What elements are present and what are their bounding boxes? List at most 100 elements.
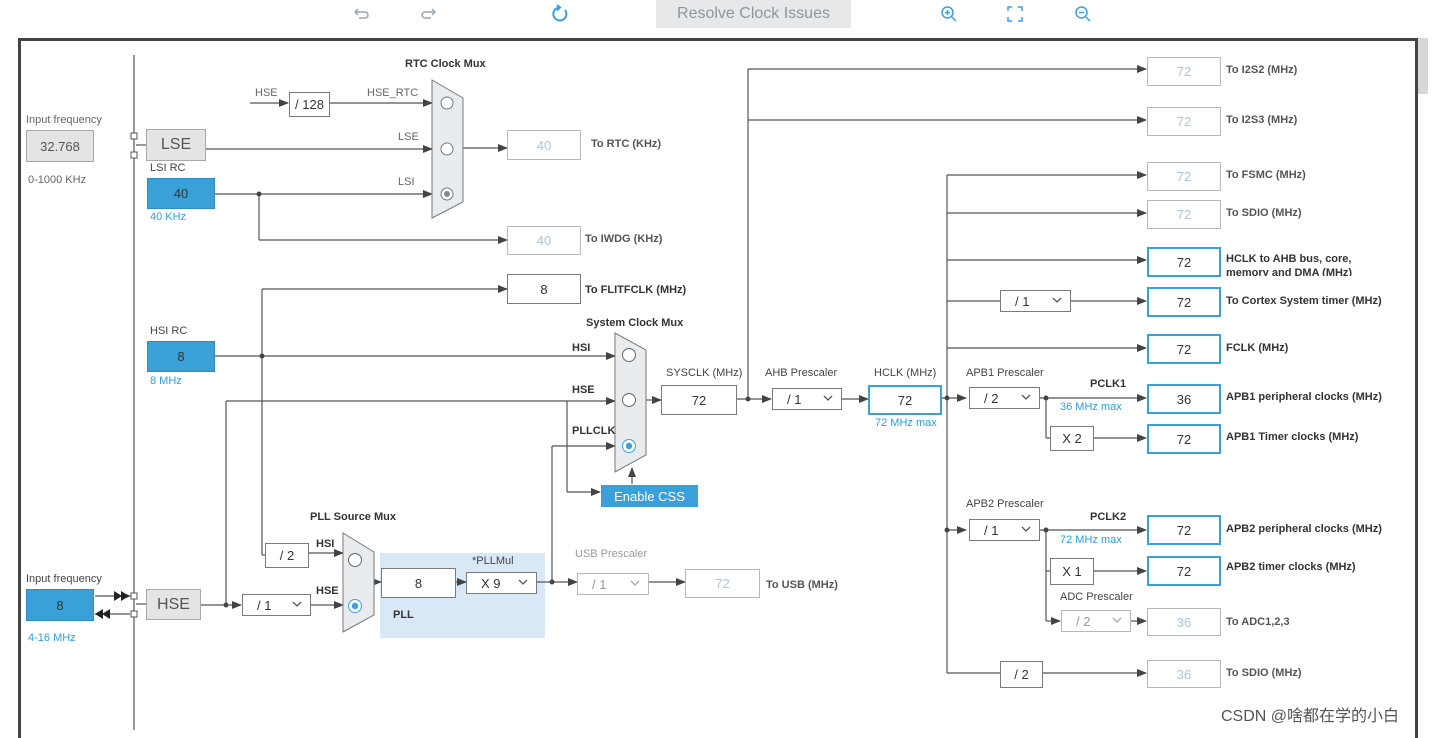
sys-mux-title: System Clock Mux xyxy=(586,317,684,329)
hse-prediv-value: / 1 xyxy=(257,597,272,613)
cortex-timer-div-select[interactable]: / 1 xyxy=(1000,290,1071,312)
hclk-value[interactable]: 72 xyxy=(868,385,942,415)
rtc-mux-hse-label: HSE xyxy=(255,87,278,99)
undo-icon[interactable] xyxy=(348,0,376,28)
hclk-label: HCLK (MHz) xyxy=(874,367,937,379)
apb2-timer-output-value: 72 xyxy=(1147,556,1221,586)
lse-block[interactable]: LSE xyxy=(146,129,206,161)
sdio2-output-value: 36 xyxy=(1147,660,1221,688)
i2s2-output-label: To I2S2 (MHz) xyxy=(1226,64,1298,76)
apb1-prescaler-label: APB1 Prescaler xyxy=(966,367,1044,379)
i2s3-output-label: To I2S3 (MHz) xyxy=(1226,114,1298,126)
refresh-icon[interactable] xyxy=(546,0,574,28)
pll-source-hsi-label: HSI xyxy=(316,538,335,550)
pll-source-mux-title: PLL Source Mux xyxy=(310,511,396,523)
usb-prescaler-select[interactable]: / 1 xyxy=(577,573,649,595)
pllmul-select[interactable]: X 9 xyxy=(466,572,537,594)
pclk1-max: 36 MHz max xyxy=(1060,401,1122,413)
chevron-down-icon xyxy=(1112,617,1122,623)
rtc-mux-title: RTC Clock Mux xyxy=(405,58,486,70)
chevron-down-icon xyxy=(518,579,528,585)
zoom-in-icon[interactable] xyxy=(936,0,962,28)
apb2-prescaler-select[interactable]: / 1 xyxy=(969,519,1040,541)
sdio2-output-label: To SDIO (MHz) xyxy=(1226,667,1302,679)
adc-prescaler-select[interactable]: / 2 xyxy=(1061,610,1131,632)
adc-prescaler-value: / 2 xyxy=(1076,613,1091,629)
cortex-timer-div-value: / 1 xyxy=(1015,293,1030,309)
sys-mux-hsi-label: HSI xyxy=(572,342,591,354)
rtc-mux-hse-rtc-label: HSE_RTC xyxy=(367,87,419,99)
usb-prescaler-value: / 1 xyxy=(592,576,607,592)
lse-input-frequency[interactable]: 32.768 xyxy=(26,130,94,162)
apb2-peripheral-output-value: 72 xyxy=(1147,515,1221,545)
apb2-prescaler-value: / 1 xyxy=(984,522,999,538)
flitf-output-value: 8 xyxy=(507,274,581,304)
lsi-value[interactable]: 40 xyxy=(147,178,215,209)
sdio2-div: / 2 xyxy=(1000,661,1043,688)
pclk2-max: 72 MHz max xyxy=(1060,534,1122,546)
hse-input-frequency[interactable]: 8 xyxy=(26,589,94,621)
rtc-output-value: 40 xyxy=(507,130,581,160)
enable-css-button[interactable]: Enable CSS xyxy=(601,485,698,507)
watermark: CSDN @啥都在学的小白 xyxy=(1221,708,1400,725)
resolve-clock-issues-button[interactable]: Resolve Clock Issues xyxy=(656,0,851,28)
apb2-peripheral-output-label: APB2 peripheral clocks (MHz) xyxy=(1226,523,1382,535)
lsi-title: LSI RC xyxy=(150,162,186,174)
sys-mux-hse-label: HSE xyxy=(572,384,595,396)
i2s2-output-value: 72 xyxy=(1147,57,1221,86)
ahb-prescaler-select[interactable]: / 1 xyxy=(772,388,842,410)
hsi-value[interactable]: 8 xyxy=(147,341,215,372)
hse-div128: / 128 xyxy=(289,92,330,117)
hse-range: 4-16 MHz xyxy=(28,632,76,644)
apb1-peripheral-output-label: APB1 peripheral clocks (MHz) xyxy=(1226,391,1382,403)
hclk-max: 72 MHz max xyxy=(875,417,937,429)
sdio-output-label: To SDIO (MHz) xyxy=(1226,207,1302,219)
i2s3-output-value: 72 xyxy=(1147,107,1221,136)
adc-output-label: To ADC1,2,3 xyxy=(1226,616,1290,628)
fclk-output-label: FCLK (MHz) xyxy=(1226,342,1289,354)
hsi-title: HSI RC xyxy=(150,325,188,337)
chevron-down-icon xyxy=(1021,526,1031,532)
usb-output-label: To USB (MHz) xyxy=(766,579,838,591)
rtc-mux-lsi-label: LSI xyxy=(398,176,415,188)
lsi-unit: 40 KHz xyxy=(150,211,187,223)
apb1-timer-output-label: APB1 Timer clocks (MHz) xyxy=(1226,431,1359,443)
sysclk-value: 72 xyxy=(661,385,737,415)
lse-input-frequency-label: Input frequency xyxy=(26,114,102,126)
apb1-prescaler-select[interactable]: / 2 xyxy=(969,387,1040,409)
hsi-unit: 8 MHz xyxy=(150,375,182,387)
chevron-down-icon xyxy=(1052,297,1062,303)
adc-output-value: 36 xyxy=(1147,608,1221,636)
clock-tree-canvas xyxy=(18,38,1418,738)
pll-label: PLL xyxy=(393,609,414,621)
zoom-out-icon[interactable] xyxy=(1070,0,1096,28)
usb-output-value: 72 xyxy=(685,569,760,598)
pll-input-value: 8 xyxy=(381,568,456,598)
chevron-down-icon xyxy=(823,395,833,401)
iwdg-output-value: 40 xyxy=(507,226,581,255)
redo-icon[interactable] xyxy=(414,0,442,28)
pllmul-label: *PLLMul xyxy=(472,555,514,567)
apb2-timer-output-label: APB2 timer clocks (MHz) xyxy=(1226,561,1356,573)
chevron-down-icon xyxy=(292,601,302,607)
apb1-prescaler-value: / 2 xyxy=(984,390,999,406)
fsmc-output-label: To FSMC (MHz) xyxy=(1226,169,1306,181)
hse-prediv-select[interactable]: / 1 xyxy=(242,594,311,616)
cortex-timer-output-value: 72 xyxy=(1147,287,1221,317)
chevron-down-icon xyxy=(1021,394,1031,400)
usb-prescaler-label: USB Prescaler xyxy=(575,548,648,560)
pclk1-label: PCLK1 xyxy=(1090,378,1127,390)
sysclk-label: SYSCLK (MHz) xyxy=(666,367,743,379)
apb1-timer-output-value: 72 xyxy=(1147,424,1221,454)
iwdg-output-label: To IWDG (KHz) xyxy=(585,233,663,245)
fit-icon[interactable] xyxy=(1002,0,1028,28)
fsmc-output-value: 72 xyxy=(1147,162,1221,191)
hclk-ahb-output-label: HCLK to AHB bus, core, memory and DMA (M… xyxy=(1226,253,1353,276)
apb2-timer-multiplier: X 1 xyxy=(1050,558,1094,585)
fclk-output-value: 72 xyxy=(1147,334,1221,364)
hse-block[interactable]: HSE xyxy=(146,589,201,620)
pclk2-label: PCLK2 xyxy=(1090,511,1127,523)
vertical-scrollbar[interactable] xyxy=(1418,38,1428,94)
hclk-ahb-output-value: 72 xyxy=(1147,247,1221,277)
